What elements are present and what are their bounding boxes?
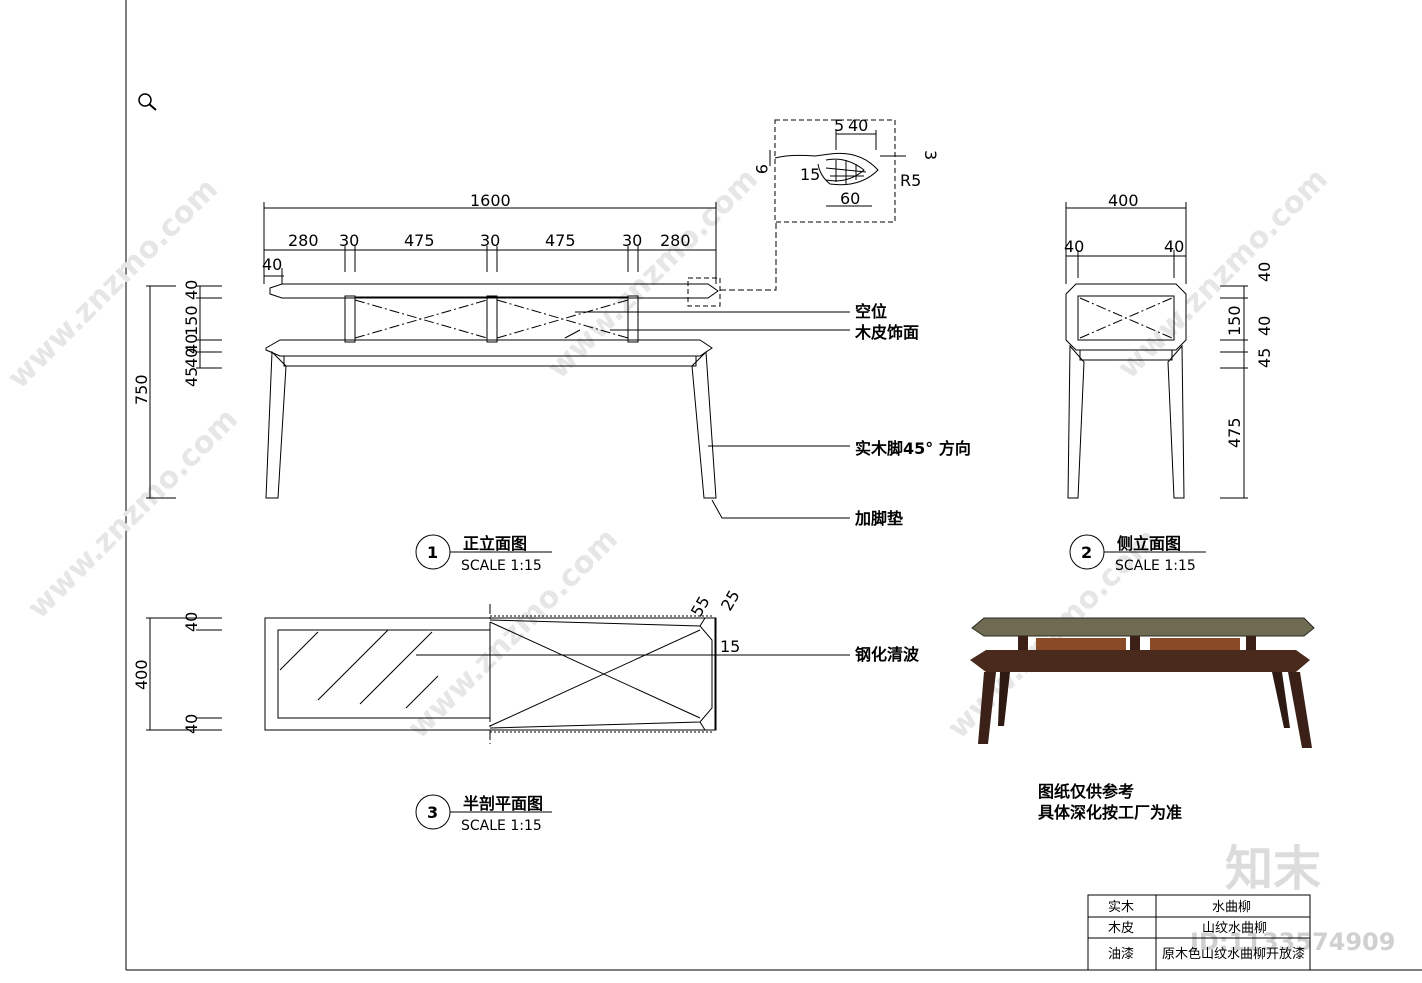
post: [486, 295, 498, 343]
side-elevation: [1065, 202, 1248, 499]
dim-label: 280: [288, 231, 319, 250]
dim-label: 475: [404, 231, 435, 250]
cross-lines: [354, 299, 629, 339]
dim-label: 30: [622, 231, 642, 250]
dim-label: 40: [182, 280, 201, 300]
half-plan-title: 3 半剖平面图 SCALE 1:15: [415, 794, 552, 834]
side-body: [1065, 283, 1187, 351]
dim-label: 40: [182, 334, 201, 354]
side-left-leg: [1067, 344, 1085, 499]
dim-label: 40: [1255, 262, 1274, 282]
view-number: 1: [427, 543, 438, 562]
dim-label: 40: [1164, 237, 1184, 256]
dim-label: 150: [182, 305, 201, 336]
dim-label: 30: [339, 231, 359, 250]
dim-label: 40: [1255, 316, 1274, 336]
watermark-logo: 知末: [1225, 841, 1321, 897]
side-right-leg: [1167, 344, 1185, 499]
label-veneer: 木皮饰面: [854, 323, 919, 342]
detail-dim: R5: [900, 171, 921, 190]
dim-label: 25: [717, 587, 744, 614]
table-cell-value: 水曲柳: [1212, 900, 1251, 915]
dim-label: 40: [182, 714, 201, 734]
view-title: 半剖平面图: [463, 794, 543, 813]
view-number: 3: [427, 803, 438, 822]
detail-marker: [687, 277, 721, 307]
detail-dim: 5: [834, 116, 844, 135]
front-elevation: [146, 119, 896, 519]
view-title: 侧立面图: [1117, 534, 1181, 553]
view-number: 2: [1081, 543, 1092, 562]
dim-label: 475: [1225, 417, 1244, 448]
view-title: 正立面图: [463, 534, 527, 553]
table-cell-item: 木皮: [1108, 921, 1134, 936]
half-plan: [146, 604, 850, 744]
dim-overall-width: 1600: [470, 191, 511, 210]
detail-dim: 9: [752, 164, 771, 174]
left-leg: [265, 350, 287, 499]
table-top-board: [269, 283, 719, 299]
dim-label: 45: [1255, 348, 1274, 368]
dim-label: 40: [262, 255, 282, 274]
view-scale: SCALE 1:15: [1115, 558, 1196, 574]
post: [627, 295, 639, 343]
materials-table: [1087, 894, 1311, 971]
post: [344, 295, 356, 343]
front-elevation-title: 1 正立面图 SCALE 1:15: [415, 534, 552, 574]
reference-note-line-2: 具体深化按工厂为准: [1038, 803, 1182, 822]
label-foot-pad: 加脚垫: [854, 509, 903, 528]
side-elevation-title: 2 侧立面图 SCALE 1:15: [1069, 534, 1206, 574]
view-scale: SCALE 1:15: [461, 818, 542, 834]
dim-overall-height: 750: [132, 374, 151, 405]
dim-depth: 400: [1108, 191, 1139, 210]
dim-label: 40: [182, 348, 201, 368]
dim-label: 40: [1064, 237, 1084, 256]
edge-profile-detail: [769, 130, 906, 207]
dim-label: 15: [720, 637, 740, 656]
dim-plan-depth: 400: [132, 659, 151, 690]
table-cell-value: 原木色山纹水曲柳开放漆: [1162, 946, 1305, 962]
watermark-id: ID:1133574909: [1190, 928, 1395, 956]
reference-render: [970, 617, 1315, 748]
table-cell-item: 油漆: [1108, 946, 1134, 962]
table-cell-value: 山纹水曲柳: [1202, 921, 1267, 936]
detail-dim: 40: [848, 116, 868, 135]
apron: [283, 355, 697, 367]
table-cell-item: 实木: [1108, 900, 1134, 915]
label-tempered-glass: 钢化清波: [855, 645, 920, 664]
dim-label: 30: [480, 231, 500, 250]
dim-label: 150: [1225, 305, 1244, 336]
right-leg: [691, 350, 717, 499]
watermark-text: www.znzmo.com: [21, 402, 245, 626]
dim-label: 475: [545, 231, 576, 250]
label-solid-leg: 实木脚45° 方向: [855, 439, 971, 458]
dim-label: 45: [182, 367, 201, 387]
detail-dim: 3: [921, 150, 940, 160]
dim-label: 280: [660, 231, 691, 250]
label-empty-space: 空位: [855, 302, 887, 321]
detail-box: [774, 119, 896, 223]
magnifier-icon[interactable]: [138, 93, 157, 111]
view-scale: SCALE 1:15: [461, 558, 542, 574]
detail-dim: 60: [840, 189, 860, 208]
detail-dim: 15: [800, 165, 820, 184]
reference-note-line-1: 图纸仅供参考: [1038, 782, 1134, 801]
dim-label: 40: [182, 612, 201, 632]
watermark-text: www.znzmo.com: [541, 162, 765, 386]
